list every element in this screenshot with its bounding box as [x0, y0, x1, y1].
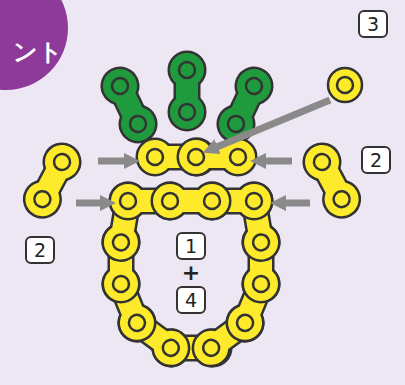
callout-number: 3: [358, 10, 388, 38]
hint-badge: [0, 0, 68, 90]
plus-sign: +: [182, 262, 200, 284]
callout-number: 1: [176, 232, 206, 260]
hint-badge-text: ント: [13, 40, 63, 64]
callout-number: 2: [361, 146, 391, 174]
insert-arrows: [76, 100, 330, 203]
callout-number: 2: [25, 236, 55, 264]
callout-number: 4: [176, 286, 206, 314]
